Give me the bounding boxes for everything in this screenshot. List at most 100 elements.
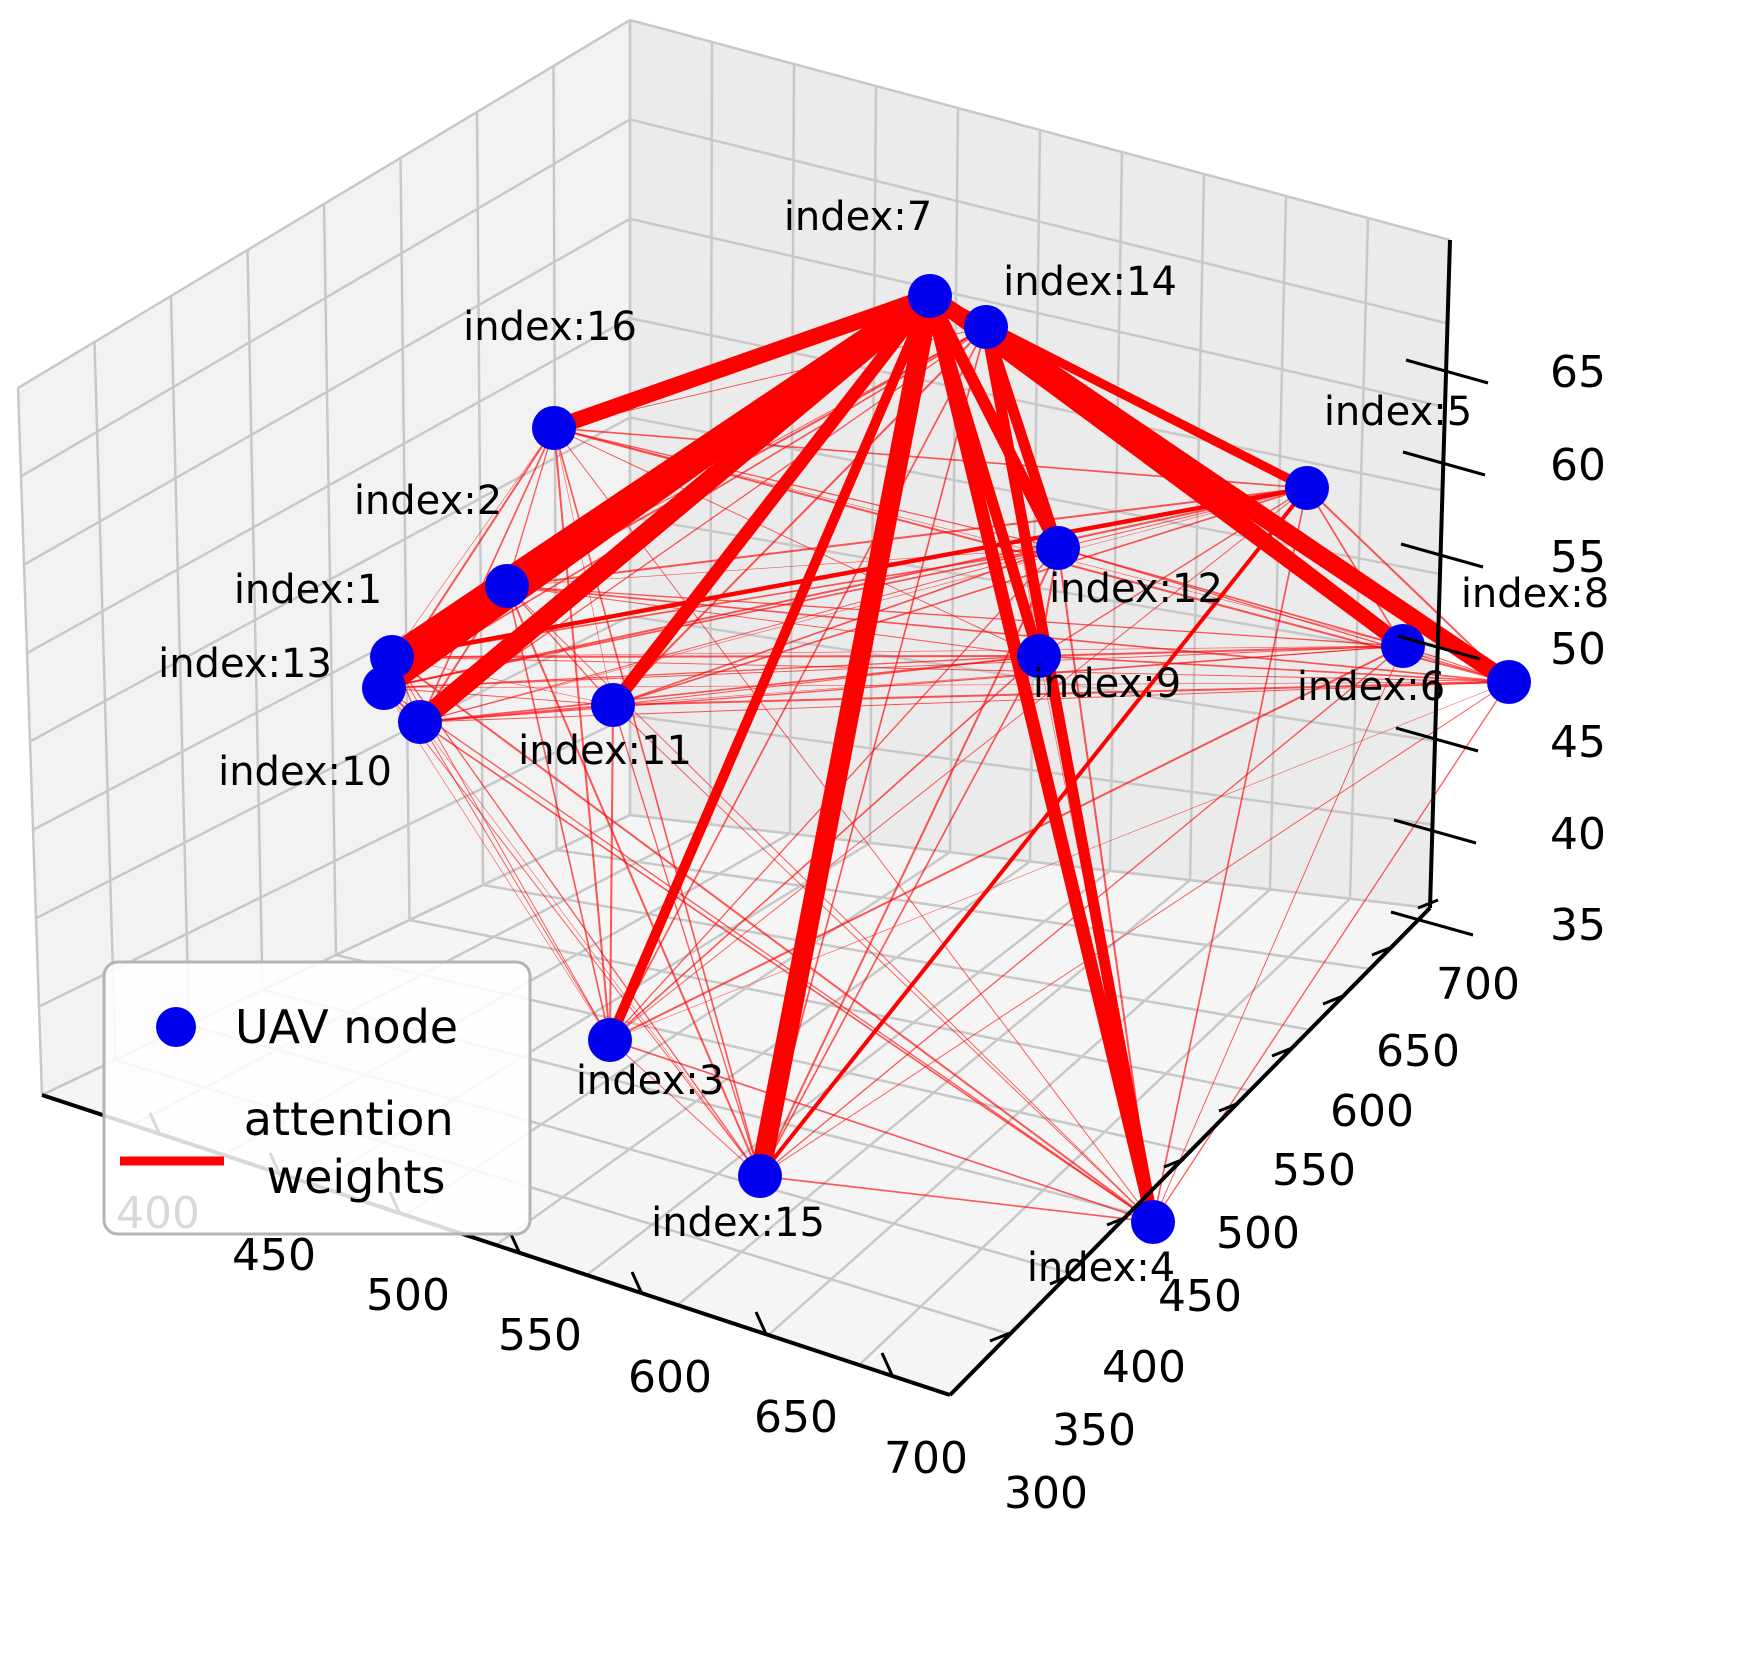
- attention-edge-thin: [609, 487, 1308, 1041]
- legend-node-marker: [156, 1007, 196, 1047]
- grid-right-horizontal: [629, 118, 1448, 325]
- y-tick: [1049, 1274, 1071, 1286]
- z-tick: [1405, 358, 1489, 385]
- grid-floor-y: [767, 888, 1271, 1336]
- node-label-4: index:4: [1027, 1245, 1175, 1291]
- x-tick-label: 550: [498, 1310, 582, 1361]
- attention-edge-7-16: [551, 288, 933, 436]
- legend-edge-label: attention weights: [244, 1092, 468, 1204]
- attention-edge-7-15: [750, 294, 940, 1178]
- attention-edge-thin: [391, 656, 1510, 683]
- uav-node-4: [1131, 1200, 1175, 1244]
- uav-node-2: [485, 564, 529, 608]
- attention-edge-thin: [612, 681, 1510, 706]
- y-tick: [1163, 1157, 1185, 1169]
- uav-node-11: [591, 683, 635, 727]
- y-tick-label: 650: [1376, 1026, 1460, 1077]
- legend-node-label: UAV node: [235, 1000, 458, 1054]
- x-tick-label: 650: [754, 1392, 838, 1443]
- node-labels: index:1index:2index:3index:4index:5index…: [158, 194, 1609, 1291]
- attention-edge-thin: [1038, 655, 1510, 683]
- attention-edge-thin: [383, 687, 1154, 1223]
- y-tick: [989, 1331, 1011, 1343]
- x-tick: [754, 1311, 768, 1335]
- attention-edge-thin: [506, 585, 614, 706]
- attention-edges-strong: [378, 286, 1514, 1224]
- attention-edge-thin: [1152, 487, 1308, 1223]
- attention-edge-thin: [419, 427, 555, 723]
- z-axis-line: [1428, 239, 1452, 909]
- uav-node-16: [532, 406, 576, 450]
- attention-edge-thin: [391, 656, 761, 1177]
- z-tick-label: 55: [1550, 532, 1606, 583]
- attention-edge-thin: [391, 427, 555, 658]
- attention-edge-thin: [419, 655, 1040, 723]
- node-label-9: index:9: [1033, 661, 1181, 707]
- grid-right-horizontal: [629, 615, 1436, 743]
- uav-node-10: [398, 700, 442, 744]
- y-tick-label: 700: [1436, 959, 1520, 1010]
- attention-edge-7-10: [413, 288, 937, 730]
- attention-edge-7-2: [502, 288, 935, 594]
- attention-edge-thin: [506, 585, 761, 1177]
- attention-edge-thin: [383, 487, 1308, 689]
- node-label-11: index:11: [518, 728, 692, 774]
- y-tick: [1218, 1101, 1240, 1113]
- attention-edge-thin: [612, 655, 1040, 706]
- x-tick-label: 600: [628, 1352, 712, 1403]
- y-tick-label: 450: [1158, 1271, 1242, 1322]
- attention-edge-15-5: [758, 486, 1309, 1178]
- attention-edge-thin: [1152, 645, 1404, 1223]
- uav-node-6: [1381, 624, 1425, 668]
- uav-node-13: [362, 666, 406, 710]
- legend-edge-label-line1: attention: [244, 1092, 454, 1146]
- attention-edge-thin: [506, 427, 555, 587]
- attention-edge-thin: [759, 547, 1059, 1177]
- attention-edge-14-8: [981, 320, 1514, 689]
- node-label-8: index:8: [1461, 571, 1609, 617]
- uav-node-7: [908, 274, 952, 318]
- attention-edge-thin: [383, 645, 1404, 689]
- node-label-15: index:15: [651, 1200, 825, 1246]
- uav-node-5: [1285, 466, 1329, 510]
- attention-edge-thin: [1057, 547, 1404, 647]
- z-tick-label: 35: [1550, 900, 1606, 951]
- attention-edge-thin: [419, 645, 1404, 723]
- y-tick: [1106, 1215, 1128, 1227]
- node-label-10: index:10: [218, 749, 392, 795]
- z-tick: [1400, 542, 1484, 569]
- attention-edge-7-11: [607, 292, 936, 709]
- attention-edge-thin: [612, 487, 1308, 706]
- z-tick: [1395, 726, 1479, 753]
- attention-edge-7-9: [924, 294, 1045, 658]
- node-label-7: index:7: [784, 194, 932, 240]
- y-tick: [1417, 898, 1439, 910]
- attention-edge-thin: [506, 585, 1040, 657]
- z-tick-label: 50: [1550, 624, 1606, 675]
- y-tick-label: 350: [1052, 1405, 1136, 1456]
- attention-edge-thin: [609, 645, 1404, 1041]
- uav-node-15: [738, 1154, 782, 1198]
- attention-edge-thin: [419, 721, 761, 1177]
- y-tick-label: 500: [1216, 1208, 1300, 1259]
- node-label-5: index:5: [1324, 389, 1472, 435]
- x-tick: [880, 1352, 894, 1376]
- z-tick: [1390, 910, 1474, 937]
- grid-left-horizontal: [35, 615, 631, 920]
- attention-edge-thin: [553, 427, 1040, 657]
- attention-edge-thin: [1306, 487, 1404, 647]
- attention-edge-thin: [612, 326, 987, 706]
- pane-floor: [42, 815, 1430, 1395]
- attention-edge-1-5: [391, 485, 1308, 660]
- grid-right-horizontal: [629, 217, 1446, 409]
- attention-edge-thin: [1152, 681, 1510, 1223]
- attention-edge-thin: [612, 645, 1404, 706]
- attention-edge-thin: [383, 655, 1040, 689]
- node-label-2: index:2: [354, 478, 502, 524]
- uav-node-14: [964, 305, 1008, 349]
- uav-node-8: [1487, 660, 1531, 704]
- attention-edge-thin: [553, 427, 614, 706]
- grid-right-horizontal: [629, 18, 1451, 242]
- axis-panes: [18, 20, 1450, 1395]
- attention-edge-thin: [612, 704, 761, 1177]
